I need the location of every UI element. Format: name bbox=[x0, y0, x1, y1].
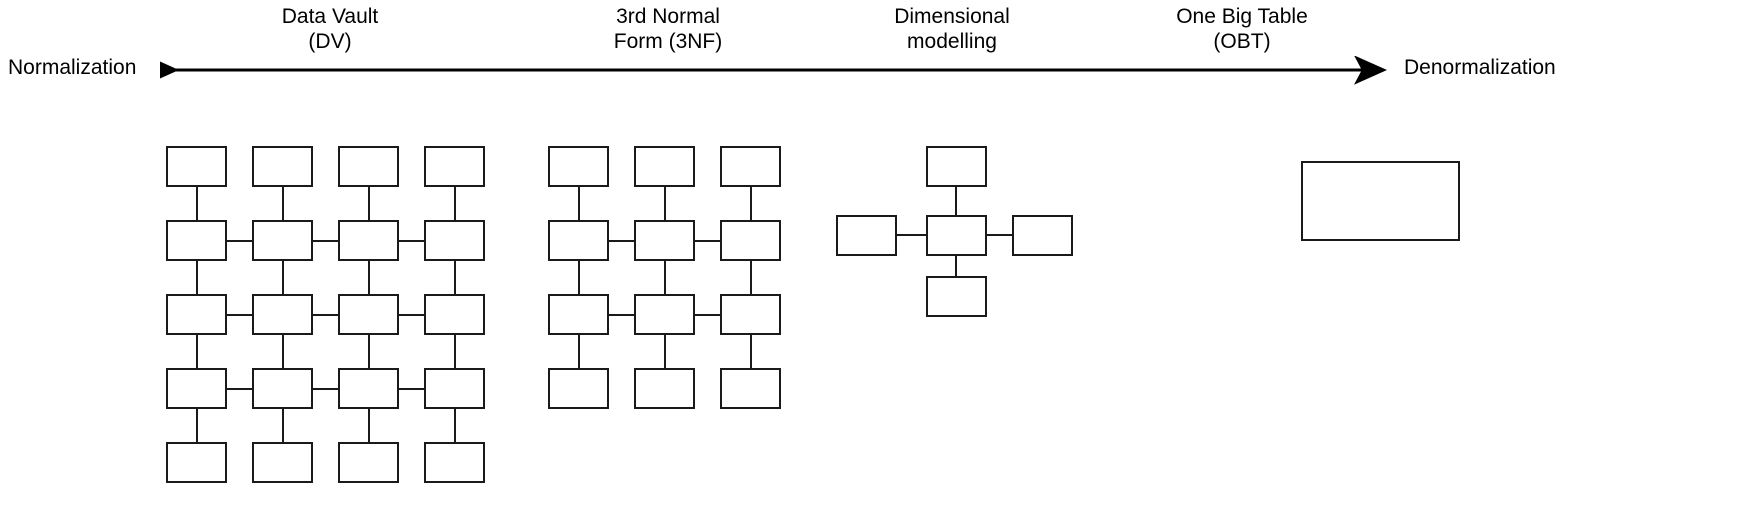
schema-table-box bbox=[720, 294, 781, 335]
schema-connector-vertical bbox=[281, 261, 284, 294]
schema-connector-horizontal bbox=[609, 239, 634, 242]
schema-connector-horizontal bbox=[986, 234, 1012, 236]
schema-table-box bbox=[252, 146, 313, 187]
stage-title-line2: (OBT) bbox=[1213, 30, 1271, 53]
normalization-axis-arrow bbox=[160, 56, 1387, 85]
schema-connector-horizontal bbox=[227, 313, 252, 316]
schema-connector-horizontal bbox=[695, 239, 720, 242]
schema-connector-vertical bbox=[281, 187, 284, 220]
schema-connector-vertical bbox=[577, 335, 580, 368]
schema-connector-horizontal bbox=[897, 234, 926, 236]
schema-table-box bbox=[634, 220, 695, 261]
schema-connector-vertical bbox=[195, 261, 198, 294]
schema-table-box bbox=[338, 146, 399, 187]
schema-table-box bbox=[424, 146, 485, 187]
schema-dimension-box-top bbox=[925, 146, 987, 187]
schema-table-box bbox=[634, 368, 695, 409]
stage-title-line1: Dimensional bbox=[894, 5, 1010, 28]
schema-connector-horizontal bbox=[227, 387, 252, 390]
schema-dimension-box-bottom bbox=[925, 276, 987, 317]
schema-table-box bbox=[424, 442, 485, 483]
schema-dimension-box-left bbox=[836, 214, 897, 256]
schema-table-box bbox=[338, 220, 399, 261]
schema-connector-horizontal bbox=[399, 387, 424, 390]
stage-title-line2: (DV) bbox=[308, 30, 352, 53]
stage-title-one-big-table: One Big Table (OBT) bbox=[1176, 4, 1308, 54]
axis-label-denormalization: Denormalization bbox=[1404, 56, 1556, 79]
schema-table-box bbox=[548, 146, 609, 187]
schema-fact-box bbox=[925, 214, 987, 256]
schema-table-box bbox=[166, 220, 227, 261]
schema-connector-vertical bbox=[453, 409, 456, 442]
schema-table-box bbox=[252, 220, 313, 261]
schema-connector-vertical bbox=[577, 261, 580, 294]
schema-connector-vertical bbox=[195, 187, 198, 220]
schema-table-box bbox=[720, 146, 781, 187]
schema-connector-vertical bbox=[195, 335, 198, 368]
schema-table-box bbox=[338, 442, 399, 483]
stage-title-line2: Form (3NF) bbox=[613, 30, 723, 53]
schema-table-box bbox=[548, 294, 609, 335]
stage-title-data-vault: Data Vault (DV) bbox=[282, 4, 379, 54]
schema-table-box bbox=[166, 146, 227, 187]
schema-connector-horizontal bbox=[399, 239, 424, 242]
schema-connector-vertical bbox=[453, 261, 456, 294]
stage-title-line1: 3rd Normal bbox=[616, 5, 720, 28]
schema-table-box bbox=[424, 220, 485, 261]
schema-table-box bbox=[720, 368, 781, 409]
schema-table-box bbox=[634, 294, 695, 335]
schema-connector-horizontal bbox=[227, 239, 252, 242]
schema-connector-vertical bbox=[281, 335, 284, 368]
schema-table-box bbox=[252, 368, 313, 409]
schema-connector-vertical bbox=[663, 187, 666, 220]
schema-table-box bbox=[252, 442, 313, 483]
schema-table-box bbox=[720, 220, 781, 261]
schema-connector-vertical bbox=[749, 335, 752, 368]
schema-connector-horizontal bbox=[313, 313, 338, 316]
schema-connector-vertical bbox=[749, 187, 752, 220]
schema-table-box bbox=[166, 294, 227, 335]
stage-title-line1: One Big Table bbox=[1176, 5, 1308, 28]
schema-connector-vertical bbox=[663, 261, 666, 294]
schema-connector-vertical bbox=[367, 409, 370, 442]
schema-connector-horizontal bbox=[313, 387, 338, 390]
schema-connector-vertical bbox=[955, 187, 957, 215]
schema-connector-vertical bbox=[367, 187, 370, 220]
schema-table-box bbox=[634, 146, 695, 187]
schema-table-box bbox=[166, 368, 227, 409]
schema-table-box bbox=[424, 294, 485, 335]
schema-connector-vertical bbox=[281, 409, 284, 442]
schema-table-box bbox=[548, 368, 609, 409]
stage-title-third-normal-form: 3rd Normal Form (3NF) bbox=[614, 4, 723, 54]
schema-table-box bbox=[338, 368, 399, 409]
schema-connector-vertical bbox=[453, 187, 456, 220]
schema-one-big-table-box bbox=[1301, 161, 1460, 241]
schema-connector-horizontal bbox=[609, 313, 634, 316]
schema-connector-vertical bbox=[749, 261, 752, 294]
schema-connector-vertical bbox=[577, 187, 580, 220]
schema-table-box bbox=[424, 368, 485, 409]
schema-connector-horizontal bbox=[399, 313, 424, 316]
schema-table-box bbox=[166, 442, 227, 483]
schema-connector-vertical bbox=[195, 409, 198, 442]
stage-title-line1: Data Vault bbox=[281, 5, 379, 28]
schema-connector-vertical bbox=[663, 335, 666, 368]
schema-connector-horizontal bbox=[313, 239, 338, 242]
schema-connector-vertical bbox=[453, 335, 456, 368]
schema-table-box bbox=[338, 294, 399, 335]
stage-title-line2: modelling bbox=[907, 30, 997, 53]
schema-connector-horizontal bbox=[695, 313, 720, 316]
stage-title-dimensional-modelling: Dimensional modelling bbox=[894, 4, 1010, 54]
schema-connector-vertical bbox=[367, 261, 370, 294]
schema-table-box bbox=[548, 220, 609, 261]
schema-dimension-box-right bbox=[1012, 214, 1073, 256]
schema-table-box bbox=[252, 294, 313, 335]
schema-connector-vertical bbox=[367, 335, 370, 368]
axis-label-normalization: Normalization bbox=[8, 56, 137, 79]
